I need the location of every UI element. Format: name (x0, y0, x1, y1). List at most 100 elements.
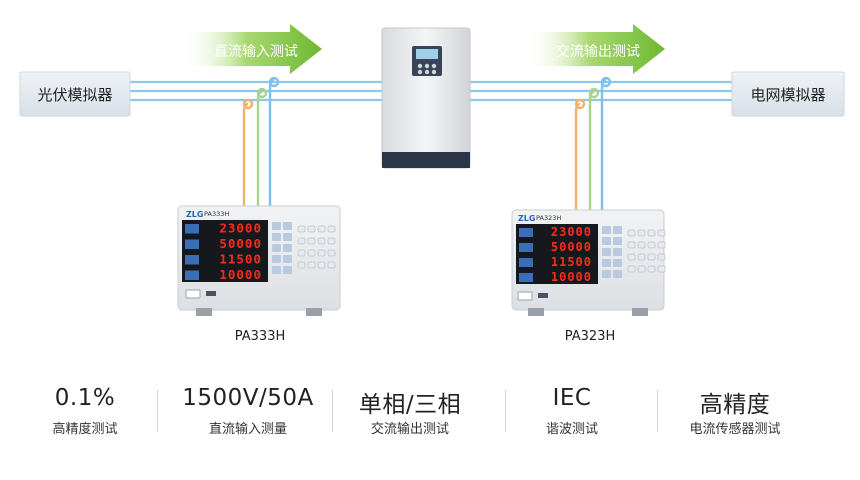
keypad-key (327, 261, 336, 269)
keypad-key (613, 226, 622, 234)
keypad-key (657, 265, 666, 273)
stat-desc-dc-range: 直流输入测量 (208, 422, 287, 437)
pv-simulator-label: 光伏模拟器 (37, 86, 112, 104)
model-header-right: PA323H (536, 214, 561, 222)
stat-value-sensor: 高精度 (699, 392, 771, 418)
keypad-key (637, 253, 646, 261)
probe-leads-right (574, 76, 612, 214)
brand-logo-right: ZLG (518, 214, 535, 223)
keypad-key (283, 255, 292, 263)
channel-tag (519, 228, 533, 237)
keypad-key (613, 270, 622, 278)
reading-value: 11500 (219, 252, 262, 267)
keypad-key (297, 249, 306, 257)
stat-value-iec: IEC (552, 385, 592, 411)
channel-tag (185, 239, 199, 249)
keypad-key (283, 244, 292, 252)
keypad-key (657, 241, 666, 249)
keypad-key (657, 253, 666, 261)
keypad-key (307, 261, 316, 269)
stat-value-dc-range: 1500V/50A (182, 385, 314, 411)
keypad-key (613, 259, 622, 267)
keypad-key (627, 265, 636, 273)
keypad-key (272, 266, 281, 274)
keypad-key (647, 229, 656, 237)
keypad-key (637, 265, 646, 273)
keypad-key (647, 241, 656, 249)
keypad-key (317, 249, 326, 257)
stat-value-accuracy: 0.1% (54, 385, 116, 411)
model-header-left: PA333H (204, 210, 229, 218)
keypad-key (627, 241, 636, 249)
keypad-key (602, 248, 611, 256)
reading-value: 11500 (551, 255, 592, 269)
keypad-key (317, 237, 326, 245)
grid-simulator-box: 电网模拟器 (731, 71, 845, 117)
keypad-key (647, 265, 656, 273)
channel-tag (185, 255, 199, 265)
keypad-key (602, 237, 611, 245)
keypad-key (627, 229, 636, 237)
channel-tag (519, 243, 533, 252)
keypad-key (272, 244, 281, 252)
brand-logo-left: ZLG (186, 210, 203, 219)
keypad-right (602, 226, 666, 278)
reading-value: 50000 (551, 240, 592, 254)
reading-value: 10000 (551, 270, 592, 284)
keypad-key (307, 249, 316, 257)
reading-value: 10000 (219, 267, 262, 282)
reading-value: 23000 (551, 225, 592, 239)
keypad-key (272, 222, 281, 230)
pv-simulator-box: 光伏模拟器 (19, 71, 131, 117)
reading-value: 23000 (219, 221, 262, 236)
keypad-key (613, 237, 622, 245)
dc-input-arrow: 直流输入测试 (185, 24, 322, 74)
channel-tag (185, 270, 199, 280)
keypad-key (297, 261, 306, 269)
stat-desc-sensor: 电流传感器测试 (689, 422, 781, 437)
stat-desc-iec: 谐波测试 (545, 422, 598, 437)
keypad-key (637, 241, 646, 249)
channel-tag (185, 224, 199, 234)
keypad-key (602, 259, 611, 267)
keypad-key (283, 222, 292, 230)
keypad-key (297, 237, 306, 245)
stat-desc-phase: 交流输出测试 (370, 422, 449, 437)
stat-divider (657, 390, 658, 432)
keypad-key (613, 248, 622, 256)
keypad-key (657, 229, 666, 237)
channel-tag (519, 258, 533, 267)
keypad-key (327, 237, 336, 245)
model-label-left: PA333H (235, 329, 286, 344)
stat-divider (332, 390, 333, 432)
keypad-key (602, 270, 611, 278)
keypad-key (647, 253, 656, 261)
keypad-key (283, 266, 292, 274)
keypad-key (297, 225, 306, 233)
keypad-key (283, 233, 292, 241)
ac-output-arrow-label: 交流输出测试 (556, 43, 640, 60)
stat-desc-accuracy: 高精度测试 (52, 422, 118, 437)
keypad-key (317, 261, 326, 269)
keypad-key (272, 255, 281, 263)
grid-simulator-label: 电网模拟器 (750, 86, 825, 104)
model-label-right: PA323H (565, 329, 616, 344)
keypad-key (627, 253, 636, 261)
keypad-key (327, 249, 336, 257)
keypad-key (602, 226, 611, 234)
keypad-key (307, 225, 316, 233)
keypad-key (272, 233, 281, 241)
keypad-key (327, 225, 336, 233)
stat-divider (505, 390, 506, 432)
stat-value-phase: 单相/三相 (358, 392, 462, 418)
stat-divider (157, 390, 158, 432)
reading-value: 50000 (219, 236, 262, 251)
keypad-key (307, 237, 316, 245)
inverter-unit (381, 27, 471, 169)
keypad-key (637, 229, 646, 237)
channel-tag (519, 273, 533, 282)
